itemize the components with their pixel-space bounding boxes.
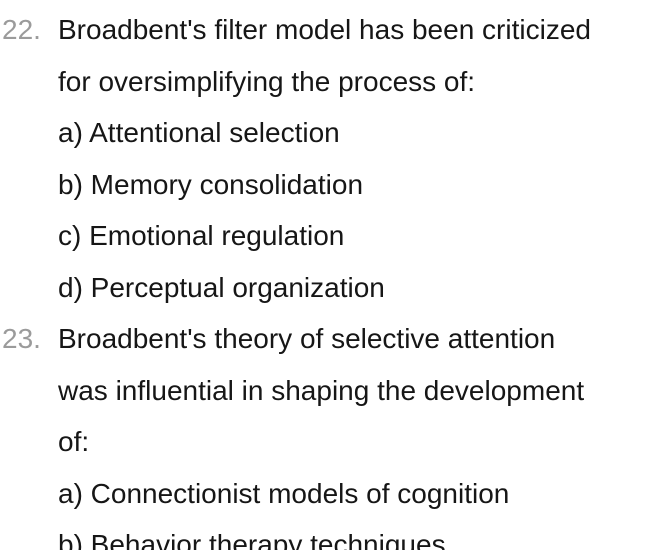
question-text-line: Broadbent's filter model has been critic…: [58, 14, 591, 45]
question-item-23: 23. Broadbent's theory of selective atte…: [2, 313, 671, 550]
question-content: Broadbent's theory of selective attentio…: [58, 313, 671, 550]
answer-option-a: a) Attentional selection: [58, 117, 340, 148]
question-text-line: for oversimplifying the process of:: [58, 65, 476, 97]
question-text-line: was influential in shaping the developme…: [58, 374, 585, 406]
question-number: 23.: [2, 323, 41, 354]
question-text-line: Broadbent's theory of selective attentio…: [58, 323, 556, 354]
answer-option-a: a) Connectionist models of cognition: [58, 477, 510, 509]
answer-option-c: c) Emotional regulation: [58, 220, 345, 251]
question-text-line: of:: [58, 426, 90, 457]
question-item-22: 22. Broadbent's filter model has been cr…: [2, 4, 671, 313]
answer-option-d: d) Perceptual organization: [58, 271, 385, 303]
question-content: Broadbent's filter model has been critic…: [58, 4, 671, 313]
answer-option-b: b) Behavior therapy techniques: [58, 529, 446, 550]
answer-option-b: b) Memory consolidation: [58, 168, 364, 200]
question-number: 22.: [2, 14, 41, 45]
